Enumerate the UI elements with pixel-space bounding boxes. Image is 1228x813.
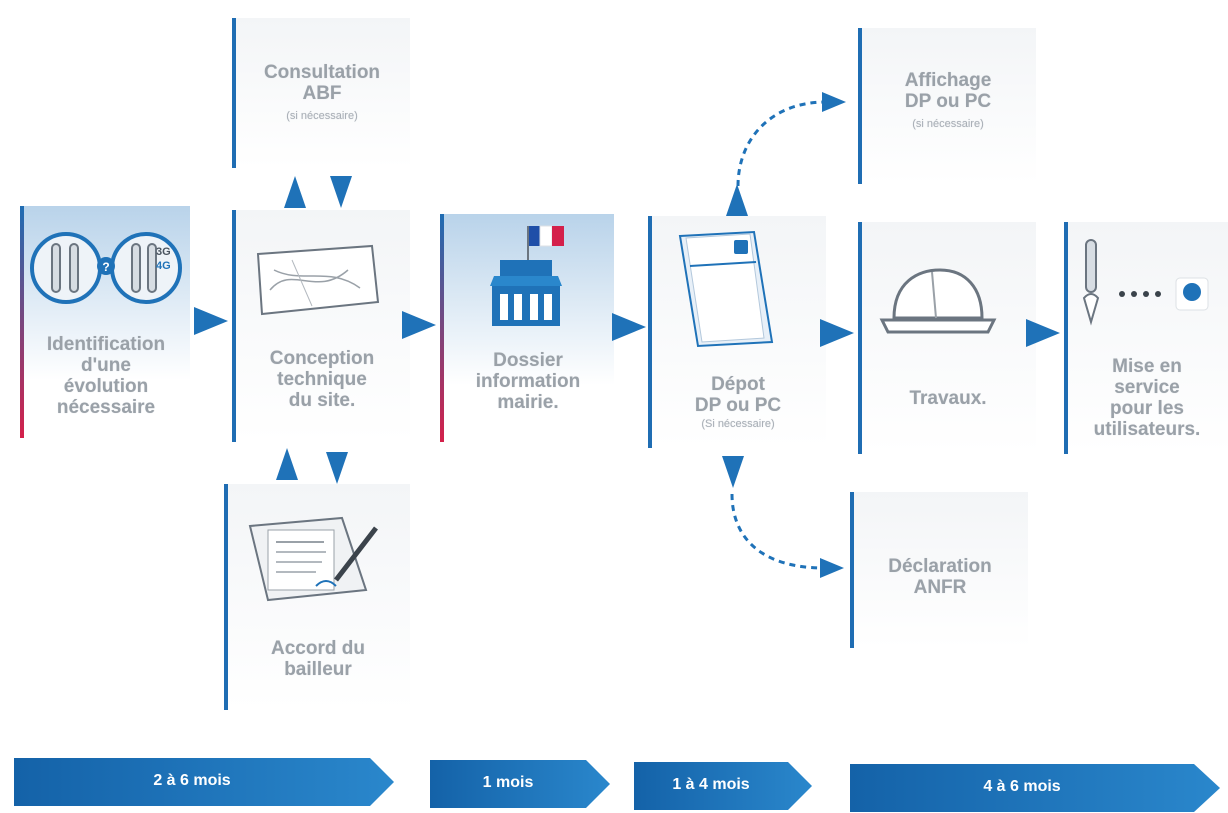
consultation-line-1: Consultation (263, 62, 381, 83)
travaux-line-1: Travaux. (909, 388, 987, 409)
accord-line-2: bailleur (284, 659, 352, 680)
conception-line-1: Conception (269, 348, 375, 369)
arrow-down-accord (326, 452, 348, 484)
town-hall-icon (490, 225, 564, 326)
arrow-right-2 (402, 311, 436, 339)
depot-note: (Si nécessaire) (701, 418, 775, 430)
declaration-label: Déclaration ANFR (852, 556, 1028, 598)
document-icon (678, 230, 774, 348)
arrow-down-conception (330, 176, 352, 208)
consultation-card (234, 18, 410, 168)
antenna-service-icon (1082, 239, 1209, 326)
declaration-line-1: Déclaration (888, 556, 992, 577)
declaration-bar (850, 492, 854, 648)
dossier-bar (440, 214, 444, 442)
phase-label-2: 1 mois (482, 774, 534, 791)
identification-label: Identification d'une évolution nécessair… (22, 334, 190, 418)
consultation-line-2: ABF (302, 83, 342, 104)
affichage-card (860, 28, 1036, 184)
dossier-line-3: mairie. (497, 392, 559, 413)
arrow-down-depot (722, 456, 744, 488)
accord-line-1: Accord du (271, 638, 365, 659)
badge-3g: 3G (156, 246, 171, 258)
mise-line-2: service (1114, 377, 1180, 398)
declaration-card (852, 492, 1028, 648)
affichage-bar (858, 28, 862, 184)
depot-line-2: DP ou PC (694, 395, 782, 416)
mise-label: Mise en service pour les utilisateurs. (1066, 356, 1228, 440)
identification-bar (20, 206, 24, 438)
svg-text:?: ? (102, 260, 109, 274)
arrow-up-consultation (284, 176, 306, 208)
hard-hat-icon (879, 268, 997, 334)
dossier-line-1: Dossier (493, 350, 563, 371)
accord-bar (224, 484, 228, 710)
affichage-note: (si nécessaire) (912, 118, 984, 130)
phase-shape-3 (634, 762, 812, 810)
identification-line-1: Identification (46, 334, 166, 355)
dashed-connector-affichage (736, 92, 846, 187)
badge-4g: 4G (156, 260, 171, 272)
arrow-right-3 (612, 313, 646, 341)
conception-line-2: technique (277, 369, 367, 390)
arrow-up-depot (726, 184, 748, 216)
conception-bar (232, 210, 236, 442)
arrow-up-conception (276, 448, 298, 480)
travaux-label: Travaux. (860, 388, 1036, 409)
mise-line-1: Mise en (1112, 356, 1182, 377)
phase-label-1: 2 à 6 mois (153, 772, 231, 789)
contract-signature-icon (248, 516, 378, 602)
accord-label: Accord du bailleur (226, 638, 410, 680)
conception-label: Conception technique du site. (234, 348, 410, 411)
identification-line-2: d'une (81, 355, 131, 376)
blueprint-icon (256, 244, 380, 316)
dossier-line-2: information (475, 371, 581, 392)
phase-shape-4 (850, 764, 1220, 812)
mise-line-3: pour les (1110, 398, 1184, 419)
antenna-upgrade-icon: ? (30, 232, 182, 304)
phase-shape-1 (14, 758, 394, 806)
dossier-label: Dossier information mairie. (442, 350, 614, 413)
consultation-note: (si nécessaire) (286, 110, 358, 122)
identification-line-4: nécessaire (56, 397, 156, 418)
consultation-bar (232, 18, 236, 168)
affichage-label: Affichage DP ou PC (si nécessaire) (860, 70, 1036, 132)
consultation-label: Consultation ABF (si nécessaire) (234, 62, 410, 124)
depot-bar (648, 216, 652, 448)
mise-line-4: utilisateurs. (1093, 419, 1201, 440)
affichage-line-1: Affichage (904, 70, 992, 91)
dashed-connector-declaration (730, 493, 844, 578)
phase-label-4: 4 à 6 mois (983, 778, 1061, 795)
travaux-card (860, 222, 1036, 454)
depot-label: Dépot DP ou PC (Si nécessaire) (650, 374, 826, 432)
arrow-right-1 (194, 307, 228, 335)
travaux-bar (858, 222, 862, 454)
affichage-line-2: DP ou PC (904, 91, 992, 112)
arrow-right-4 (820, 319, 854, 347)
mise-bar (1064, 222, 1068, 454)
declaration-line-2: ANFR (913, 577, 967, 598)
arrow-right-5 (1026, 319, 1060, 347)
phase-label-3: 1 à 4 mois (672, 776, 750, 793)
phase-shape-2 (430, 760, 610, 808)
depot-line-1: Dépot (711, 374, 765, 395)
conception-line-3: du site. (288, 390, 356, 411)
identification-line-3: évolution (63, 376, 149, 397)
